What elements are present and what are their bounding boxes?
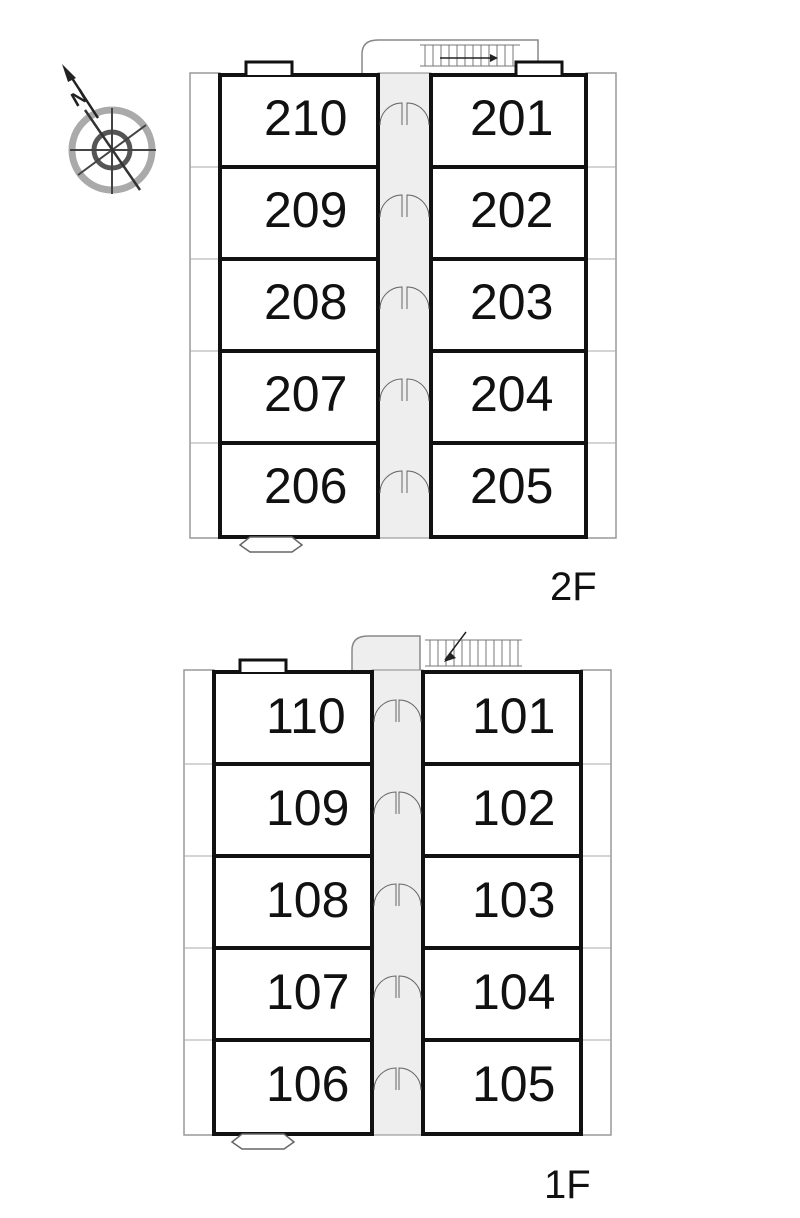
north-arrow-compass-icon: N	[62, 64, 156, 194]
room-label: 201	[470, 90, 553, 146]
room-label: 210	[264, 90, 347, 146]
room-label: 209	[264, 182, 347, 238]
room-label: 105	[472, 1056, 555, 1112]
room-label: 108	[266, 872, 349, 928]
floor-2f: 210 209 208 207 206 201 202 203 204 205 …	[189, 39, 617, 609]
floor-label: 2F	[550, 565, 597, 609]
room-label: 103	[472, 872, 555, 928]
room-label: 202	[470, 182, 553, 238]
floor-1f: 110 109 108 107 106 101 102 103 104 105 …	[183, 631, 612, 1207]
room-label: 205	[470, 458, 553, 514]
room-label: 110	[266, 688, 346, 744]
room-label: 206	[264, 458, 347, 514]
room-label: 101	[472, 688, 555, 744]
room-label: 204	[470, 366, 553, 422]
room-label: 208	[264, 274, 347, 330]
room-label: 109	[266, 780, 349, 836]
room-label: 104	[472, 964, 555, 1020]
room-label: 106	[266, 1056, 349, 1112]
room-label: 207	[264, 366, 347, 422]
compass-north-label: N	[68, 85, 92, 111]
room-label: 107	[266, 964, 349, 1020]
floor-label: 1F	[544, 1163, 591, 1207]
room-label: 102	[472, 780, 555, 836]
room-label: 203	[470, 274, 553, 330]
